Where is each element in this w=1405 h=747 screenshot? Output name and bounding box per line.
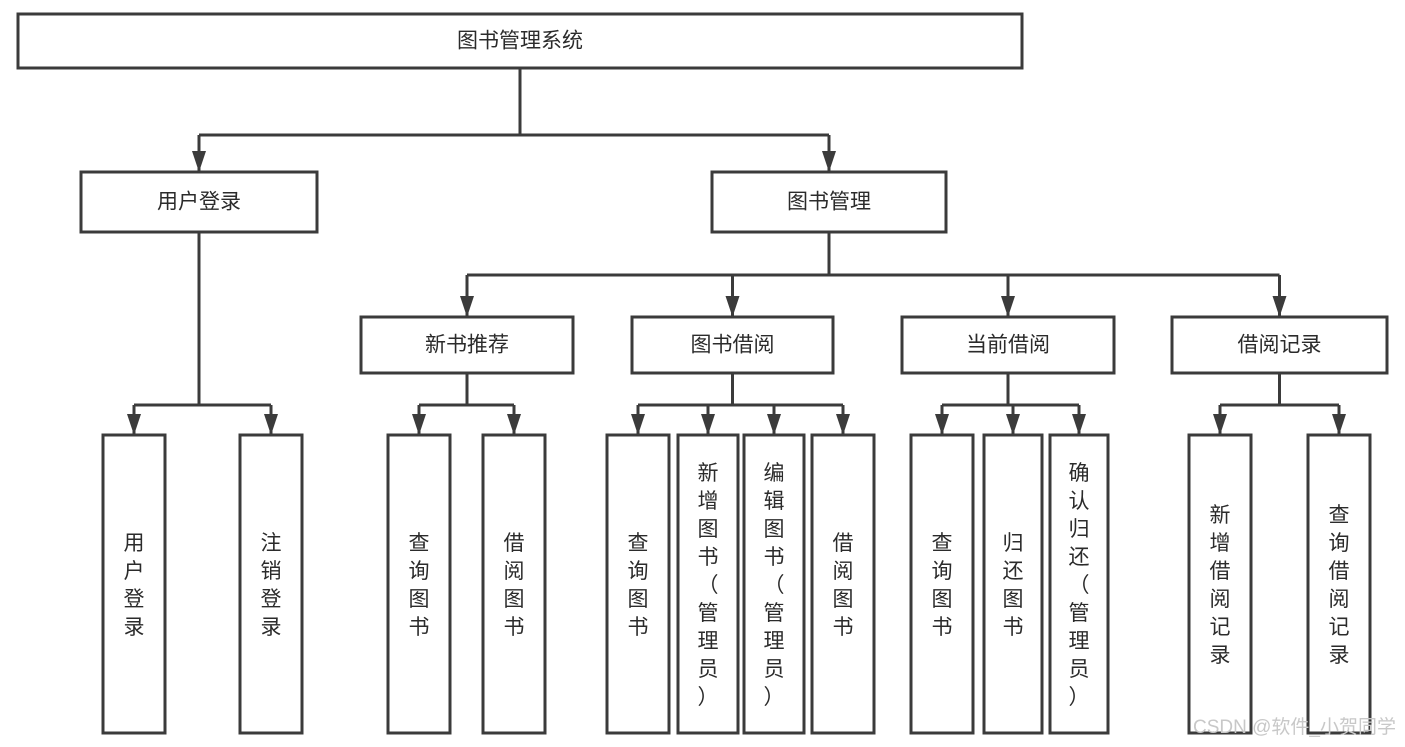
node-box bbox=[676, 433, 740, 735]
node-user-login[interactable]: 用户登录 bbox=[79, 170, 319, 234]
node-leaf-user-logout[interactable]: 注销登录 bbox=[238, 433, 304, 735]
node-label: 借阅记录 bbox=[1238, 334, 1322, 357]
node-borrow-record[interactable]: 借阅记录 bbox=[1170, 315, 1389, 375]
node-box bbox=[982, 433, 1044, 735]
node-label: 确认归还（管理员） bbox=[1069, 462, 1090, 709]
arrow-head-icon bbox=[767, 414, 781, 435]
node-book-manage[interactable]: 图书管理 bbox=[710, 170, 948, 234]
arrow-head-icon bbox=[701, 414, 715, 435]
node-new-book-recommend[interactable]: 新书推荐 bbox=[359, 315, 575, 375]
node-leaf-borrow-book-rec[interactable]: 借阅图书 bbox=[481, 433, 547, 735]
node-box bbox=[605, 433, 671, 735]
node-leaf-return-book[interactable]: 归还图书 bbox=[982, 433, 1044, 735]
node-leaf-borrow-book[interactable]: 借阅图书 bbox=[810, 433, 876, 735]
node-label: 新书推荐 bbox=[425, 334, 509, 357]
node-leaf-user-login[interactable]: 用户登录 bbox=[101, 433, 167, 735]
node-box bbox=[1306, 433, 1372, 735]
node-box bbox=[1170, 315, 1389, 375]
arrow-head-icon bbox=[1213, 414, 1227, 435]
node-root-root[interactable]: 图书管理系统 bbox=[16, 12, 1024, 70]
node-book-borrow[interactable]: 图书借阅 bbox=[630, 315, 835, 375]
nodes-layer: 图书管理系统用户登录图书管理新书推荐图书借阅当前借阅借阅记录用户登录注销登录查询… bbox=[16, 12, 1389, 735]
node-box bbox=[742, 433, 806, 735]
node-label: 用户登录 bbox=[124, 532, 145, 639]
node-leaf-query-book-rec[interactable]: 查询图书 bbox=[386, 433, 452, 735]
arrow-head-icon bbox=[822, 151, 836, 172]
node-label: 借阅图书 bbox=[833, 532, 854, 639]
arrow-head-icon bbox=[1272, 296, 1287, 317]
node-label: 归还图书 bbox=[1003, 532, 1024, 639]
connectors-layer bbox=[127, 68, 1346, 435]
node-box bbox=[79, 170, 319, 234]
node-box bbox=[16, 12, 1024, 70]
node-box bbox=[101, 433, 167, 735]
arrow-head-icon bbox=[631, 414, 645, 435]
node-label: 当前借阅 bbox=[966, 334, 1050, 357]
node-leaf-query-book-current[interactable]: 查询图书 bbox=[909, 433, 975, 735]
arrow-head-icon bbox=[264, 414, 278, 435]
node-box bbox=[1048, 433, 1110, 735]
node-leaf-add-borrow-record[interactable]: 新增借阅记录 bbox=[1187, 433, 1253, 735]
node-label: 图书管理 bbox=[787, 191, 871, 214]
node-box bbox=[630, 315, 835, 375]
node-leaf-edit-book-admin[interactable]: 编辑图书（管理员） bbox=[742, 433, 806, 735]
csdn-watermark: CSDN @软件_小贺同学 bbox=[1193, 716, 1396, 738]
node-current-borrow[interactable]: 当前借阅 bbox=[900, 315, 1116, 375]
node-leaf-add-book-admin[interactable]: 新增图书（管理员） bbox=[676, 433, 740, 735]
node-box bbox=[359, 315, 575, 375]
arrow-head-icon bbox=[725, 296, 740, 317]
node-label: 新增借阅记录 bbox=[1210, 504, 1231, 667]
node-box bbox=[900, 315, 1116, 375]
node-label: 图书借阅 bbox=[691, 334, 775, 357]
node-label: 查询借阅记录 bbox=[1329, 504, 1350, 667]
node-label: 新增图书（管理员） bbox=[698, 462, 719, 709]
node-leaf-query-borrow-record[interactable]: 查询借阅记录 bbox=[1306, 433, 1372, 735]
node-label: 借阅图书 bbox=[504, 532, 525, 639]
node-box bbox=[238, 433, 304, 735]
node-leaf-confirm-return-admin[interactable]: 确认归还（管理员） bbox=[1048, 433, 1110, 735]
node-box bbox=[810, 433, 876, 735]
node-box bbox=[710, 170, 948, 234]
arrow-head-icon bbox=[192, 151, 206, 172]
arrow-head-icon bbox=[1332, 414, 1346, 435]
node-label: 查询图书 bbox=[409, 532, 430, 639]
node-label: 查询图书 bbox=[932, 532, 953, 639]
node-label: 查询图书 bbox=[628, 532, 649, 639]
node-box bbox=[386, 433, 452, 735]
arrow-head-icon bbox=[836, 414, 850, 435]
node-box bbox=[481, 433, 547, 735]
node-box bbox=[1187, 433, 1253, 735]
node-label: 注销登录 bbox=[261, 532, 282, 639]
arrow-head-icon bbox=[127, 414, 141, 435]
node-label: 图书管理系统 bbox=[457, 30, 583, 53]
node-label: 用户登录 bbox=[157, 191, 241, 214]
arrow-head-icon bbox=[460, 296, 474, 317]
node-box bbox=[909, 433, 975, 735]
arrow-head-icon bbox=[1006, 414, 1020, 435]
node-leaf-query-book-borrow[interactable]: 查询图书 bbox=[605, 433, 671, 735]
arrow-head-icon bbox=[507, 414, 521, 435]
arrow-head-icon bbox=[412, 414, 426, 435]
arrow-head-icon bbox=[935, 414, 949, 435]
arrow-head-icon bbox=[1001, 296, 1015, 317]
node-label: 编辑图书（管理员） bbox=[764, 462, 785, 709]
arrow-head-icon bbox=[1072, 414, 1086, 435]
